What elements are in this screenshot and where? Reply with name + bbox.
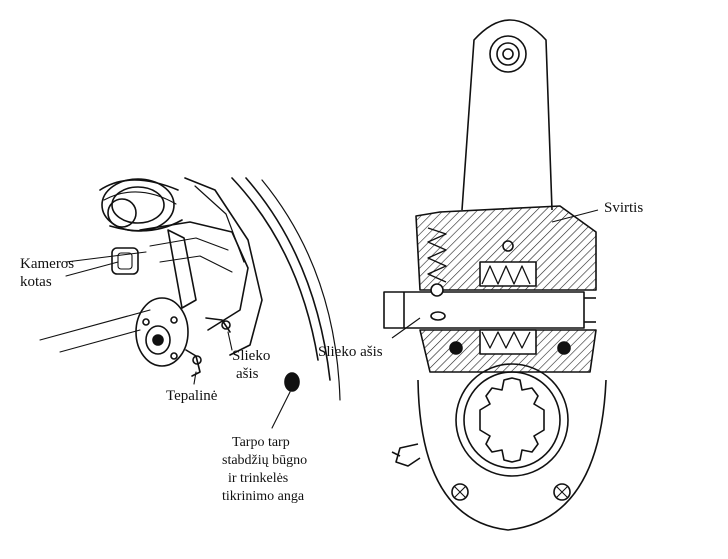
label-kameros-kotas-line1: Kameros: [20, 256, 74, 272]
label-tarpo-line2: stabdžių būgno: [222, 453, 307, 468]
left-assembly-illustration: [39, 177, 341, 429]
label-slieko-asis-left-line1: Slieko: [232, 348, 270, 364]
right-cross-section: [383, 19, 607, 531]
label-kameros-kotas-line2: kotas: [20, 274, 52, 290]
label-tarpo-line4: tikrinimo anga: [222, 489, 305, 504]
label-slieko-asis-right: Slieko ašis: [318, 344, 383, 360]
label-tarpo-line1: Tarpo tarp: [232, 435, 290, 450]
label-tepaline: Tepalinė: [166, 388, 218, 404]
label-tarpo-line3: ir trinkelės: [228, 471, 288, 486]
label-slieko-asis-left-line2: ašis: [236, 366, 259, 382]
label-svirtis: Svirtis: [604, 200, 643, 216]
